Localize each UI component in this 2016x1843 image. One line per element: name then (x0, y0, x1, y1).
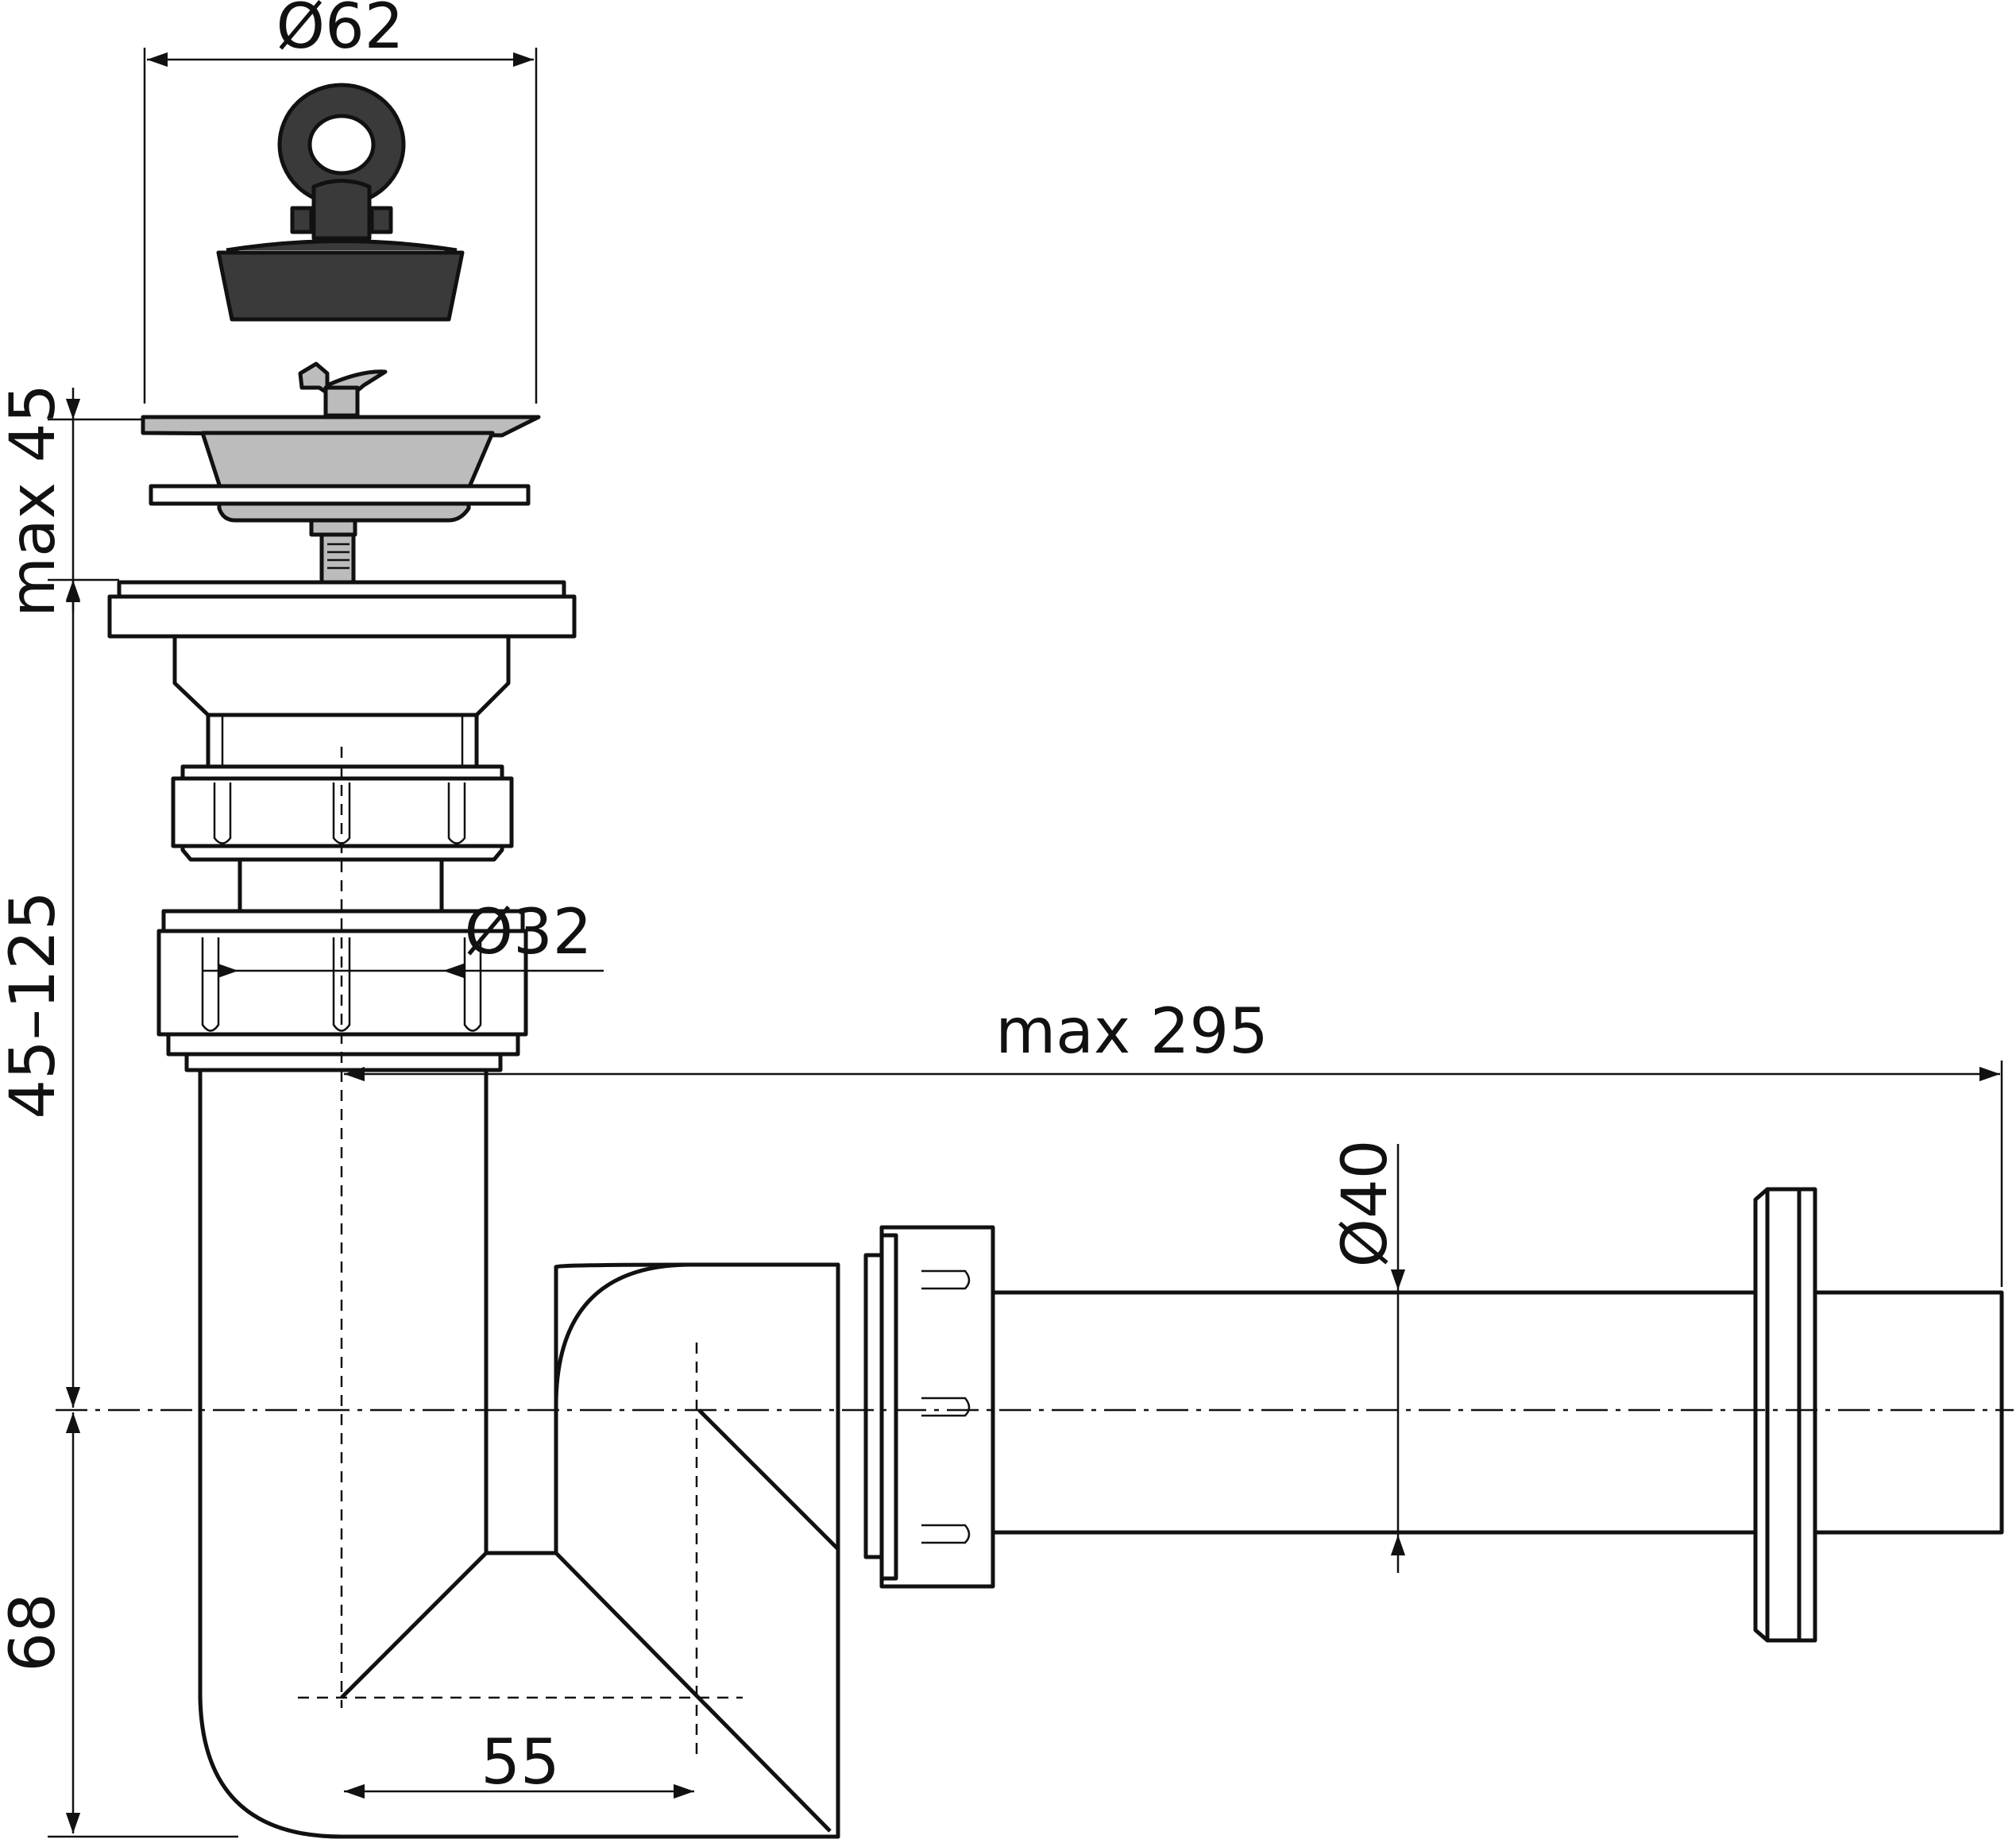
trap-vessel (198, 1068, 840, 1839)
strainer-basket (141, 361, 541, 585)
dim-outlet-length: max 295 (995, 996, 1269, 1068)
dimension-lines (48, 48, 2003, 1838)
wall-rosette (1753, 1187, 1817, 1643)
dim-tube-height: 45–125 (0, 891, 69, 1119)
dim-strainer-height: max 45 (0, 384, 69, 617)
dim-tube-diameter: Ø32 (465, 897, 593, 968)
dim-trap-offset: 55 (481, 1727, 559, 1799)
outlet-tube (991, 1290, 2004, 1535)
rubber-plug (216, 83, 465, 322)
dim-trap-height: 68 (0, 1593, 69, 1671)
center-lines (56, 747, 2014, 1756)
dim-strainer-diameter: Ø62 (276, 0, 404, 63)
dim-outlet-diameter: Ø40 (1330, 1140, 1401, 1268)
outlet-nut (863, 1225, 995, 1589)
outlet-body (107, 580, 577, 773)
